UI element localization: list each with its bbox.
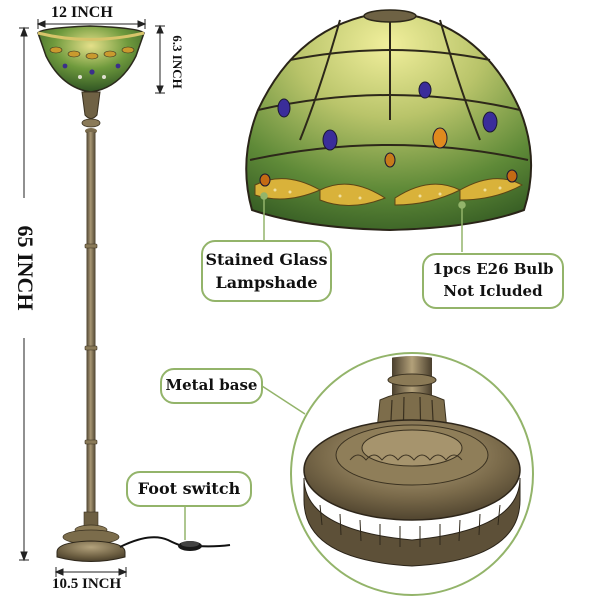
- bulb-callout-line1: 1pcs E26 Bulb: [432, 260, 554, 279]
- bulb-callout-line2: Not Icluded: [443, 282, 543, 300]
- base-width-label: 10.5 INCH: [52, 576, 122, 592]
- foot-switch-callout: Foot switch: [126, 471, 252, 507]
- metal-base-callout: Metal base: [160, 368, 263, 404]
- lampshade-callout-line2: Lampshade: [215, 273, 318, 292]
- shade-width-label: 12 INCH: [48, 4, 116, 22]
- bulb-callout: 1pcs E26 Bulb Not Icluded: [422, 253, 564, 309]
- lampshade-callout: Stained Glass Lampshade: [201, 240, 332, 302]
- lampshade-callout-line1: Stained Glass: [205, 249, 328, 269]
